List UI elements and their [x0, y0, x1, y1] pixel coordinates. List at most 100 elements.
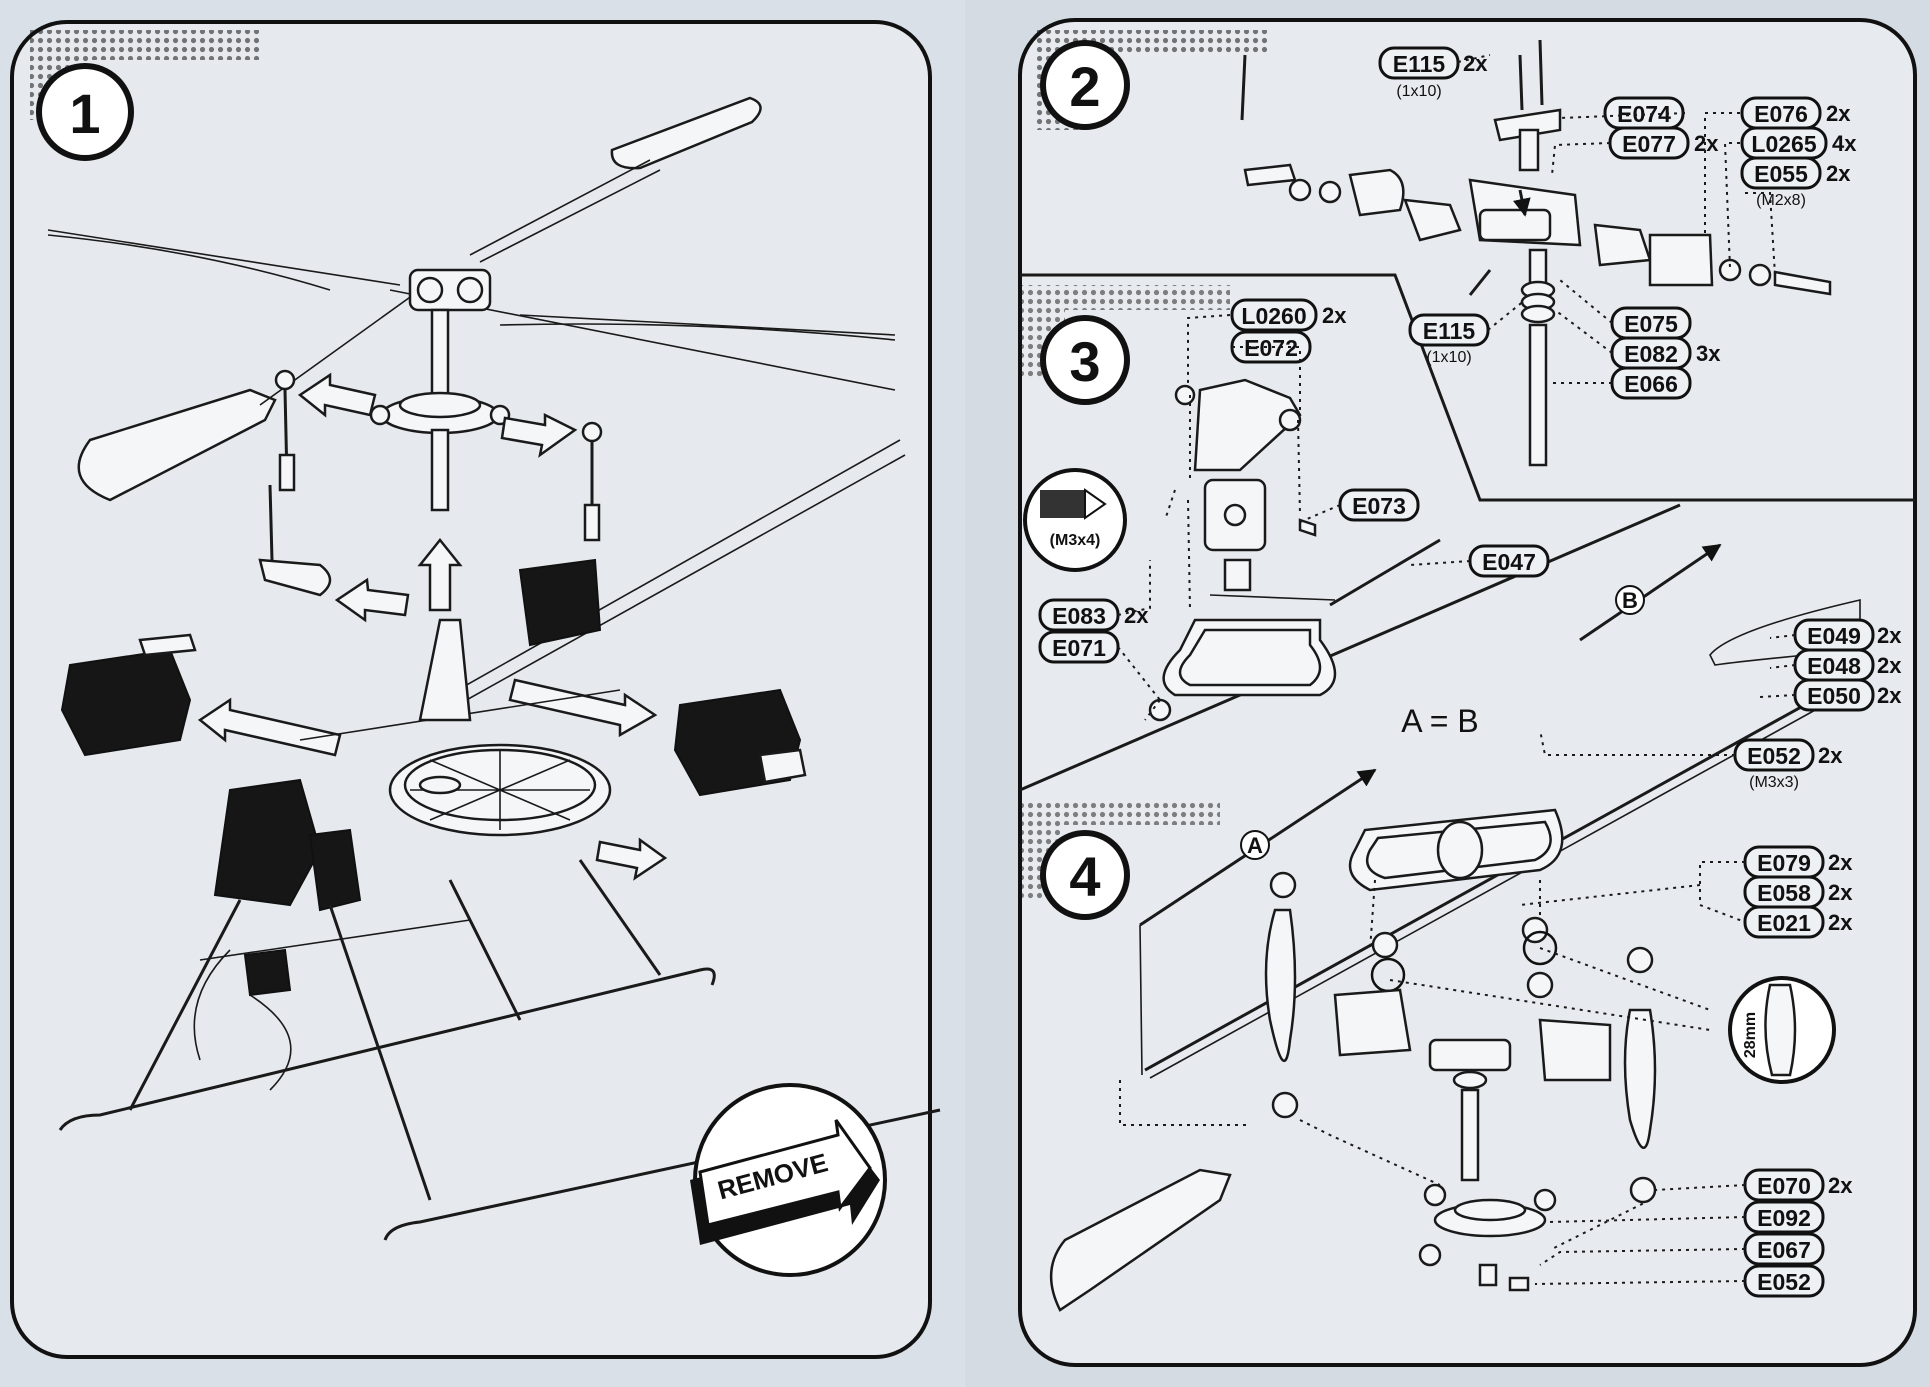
step-1-panel: 1: [10, 20, 941, 1359]
svg-text:2x: 2x: [1818, 743, 1843, 768]
svg-text:2x: 2x: [1828, 850, 1853, 875]
part-label-e066: E066: [1610, 366, 1692, 400]
part-label-e073: E073: [1338, 488, 1420, 522]
svg-text:2x: 2x: [1124, 603, 1149, 628]
part-label-e074: E074: [1603, 96, 1685, 130]
svg-text:2x: 2x: [1877, 653, 1902, 678]
part-label-e055: E055 2x (M2x8): [1740, 156, 1851, 209]
svg-text:28mm: 28mm: [1742, 1012, 1759, 1058]
helicopter-frame: [299, 439, 906, 837]
28mm-inset: 28mm: [1728, 976, 1836, 1084]
svg-text:E076: E076: [1754, 101, 1808, 127]
svg-text:2: 2: [1069, 55, 1100, 118]
part-label-e115-a: E115 2x (1x10): [1378, 46, 1488, 100]
svg-text:E058: E058: [1757, 880, 1811, 906]
svg-text:E115: E115: [1423, 318, 1476, 344]
a-equals-b: A = B: [1401, 703, 1478, 739]
part-label-l0265: L0265 4x: [1740, 126, 1857, 160]
svg-text:2x: 2x: [1463, 51, 1488, 76]
svg-text:E083: E083: [1052, 603, 1106, 629]
svg-text:2x: 2x: [1828, 880, 1853, 905]
svg-text:E049: E049: [1807, 623, 1861, 649]
remove-badge: REMOVE: [690, 1083, 887, 1277]
svg-text:E047: E047: [1482, 549, 1536, 575]
svg-text:E079: E079: [1757, 850, 1811, 876]
part-label-e083: E083 2x: [1038, 598, 1149, 632]
svg-text:2x: 2x: [1877, 683, 1902, 708]
step-2-badge: 2: [1040, 40, 1130, 130]
part-label-e049: E049 2x: [1793, 618, 1902, 652]
svg-text:3x: 3x: [1696, 341, 1721, 366]
svg-text:(M3x4): (M3x4): [1050, 532, 1101, 549]
marker-a: A: [1247, 833, 1263, 858]
svg-text:(1x10): (1x10): [1396, 83, 1441, 100]
svg-text:4x: 4x: [1832, 131, 1857, 156]
svg-text:(1x10): (1x10): [1426, 349, 1471, 366]
part-label-e076: E076 2x: [1740, 96, 1851, 130]
part-label-e071: E071: [1038, 630, 1120, 664]
svg-text:2x: 2x: [1322, 303, 1347, 328]
part-label-e058: E058 2x: [1743, 875, 1853, 909]
part-label-e092: E092: [1743, 1200, 1825, 1234]
svg-text:2x: 2x: [1828, 910, 1853, 935]
part-label-e067: E067: [1743, 1232, 1825, 1266]
svg-text:E070: E070: [1757, 1173, 1811, 1199]
svg-text:E073: E073: [1352, 493, 1406, 519]
rotor-head: [369, 268, 511, 512]
part-label-e050: E050 2x: [1793, 678, 1902, 712]
svg-text:E055: E055: [1754, 161, 1808, 187]
step-4-badge: 4: [1040, 830, 1130, 920]
marker-b: B: [1622, 588, 1638, 613]
svg-text:E077: E077: [1622, 131, 1676, 157]
svg-text:L0260: L0260: [1241, 303, 1306, 329]
part-label-e077: E077 2x: [1608, 126, 1719, 160]
part-label-e021: E021 2x: [1743, 905, 1853, 939]
svg-text:3: 3: [1069, 330, 1100, 393]
svg-text:E021: E021: [1757, 910, 1811, 936]
part-label-e079: E079 2x: [1743, 845, 1853, 879]
pitch-links: [258, 369, 603, 597]
part-label-e082: E082 3x: [1610, 336, 1721, 370]
step-3-badge: 3: [1040, 315, 1130, 405]
svg-text:(M2x8): (M2x8): [1756, 192, 1806, 209]
svg-text:E066: E066: [1624, 371, 1678, 397]
svg-text:E048: E048: [1807, 653, 1861, 679]
svg-text:2x: 2x: [1694, 131, 1719, 156]
part-label-e075: E075: [1610, 306, 1692, 340]
svg-text:E052: E052: [1747, 743, 1801, 769]
part-label-e052-a: E052 2x (M3x3): [1733, 738, 1843, 791]
step-1-badge: 1: [36, 63, 134, 161]
steps-2-4-panel: 2 3 4: [1018, 18, 1917, 1367]
svg-text:E052: E052: [1757, 1269, 1811, 1295]
part-label-e070: E070 2x: [1743, 1168, 1853, 1202]
svg-text:E067: E067: [1757, 1237, 1811, 1263]
part-labels: E115 2x (1x10) E074 E077 2x E076 2x L026…: [1038, 46, 1902, 1298]
part-label-e052-b: E052: [1743, 1264, 1825, 1298]
svg-text:E071: E071: [1052, 635, 1106, 661]
svg-text:1: 1: [69, 82, 100, 145]
svg-text:E115: E115: [1393, 51, 1446, 77]
svg-text:2x: 2x: [1877, 623, 1902, 648]
part-label-l0260: L0260 2x: [1230, 298, 1347, 332]
svg-text:E082: E082: [1624, 341, 1678, 367]
main-rotor-blades: [47, 96, 896, 502]
svg-text:E050: E050: [1807, 683, 1861, 709]
step-4-assembly: A B A = B: [1049, 543, 1861, 1312]
svg-text:(M3x3): (M3x3): [1749, 774, 1799, 791]
svg-text:4: 4: [1069, 845, 1100, 908]
svg-text:L0265: L0265: [1751, 131, 1816, 157]
part-label-e115-b: E115 (1x10): [1408, 313, 1490, 366]
step-2-rotor-head-parts: [1240, 39, 1832, 467]
part-label-e048: E048 2x: [1793, 648, 1902, 682]
svg-text:E092: E092: [1757, 1205, 1811, 1231]
landing-gear: [58, 859, 941, 1241]
servos: [60, 558, 807, 1091]
svg-text:E075: E075: [1624, 311, 1678, 337]
removal-arrows: [197, 372, 668, 881]
svg-text:2x: 2x: [1828, 1173, 1853, 1198]
m3x4-inset: (M3x4): [1023, 468, 1127, 572]
part-label-e047: E047: [1468, 544, 1550, 578]
svg-text:2x: 2x: [1826, 101, 1851, 126]
step-3-swash-parts: (M3x4): [1023, 378, 1441, 722]
